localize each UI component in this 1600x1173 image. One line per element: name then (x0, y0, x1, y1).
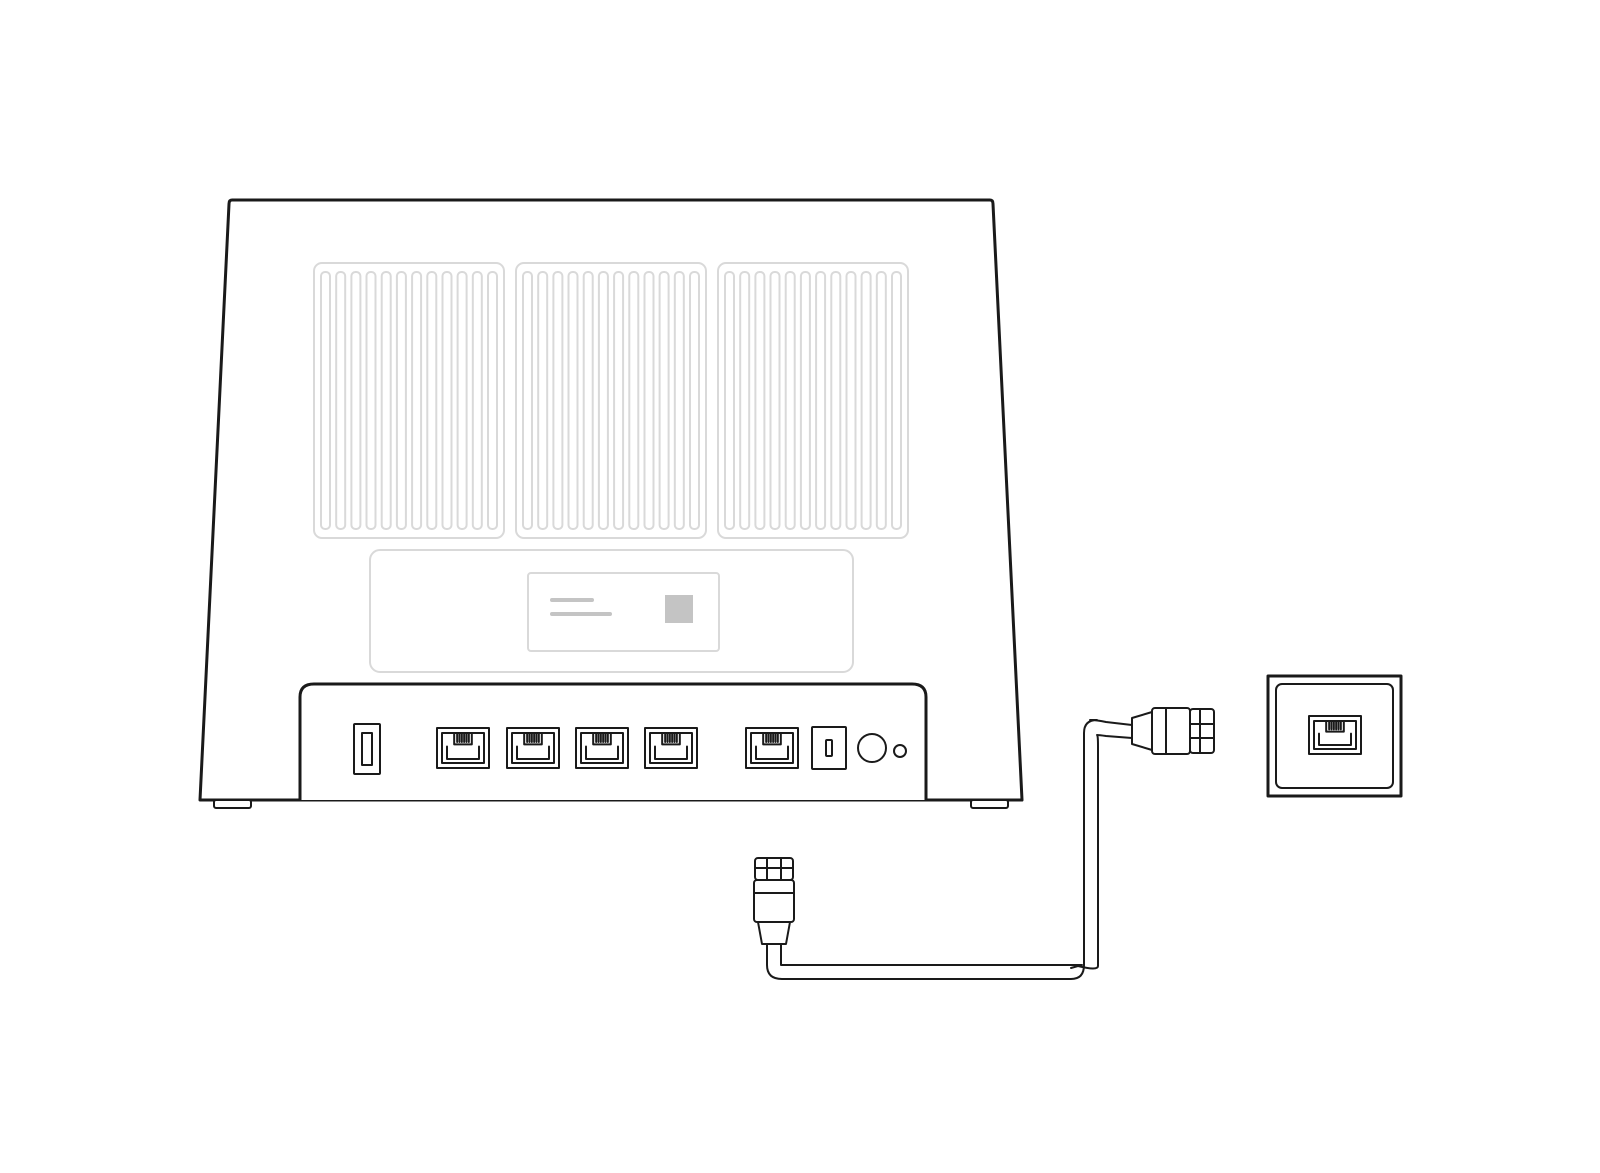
label-recess (369, 549, 854, 673)
wan-port (745, 727, 799, 769)
wall-socket-face (1275, 683, 1394, 789)
vent-slot (552, 271, 564, 530)
vent-slot (567, 271, 579, 530)
vent-slot (613, 271, 625, 530)
power-jack (857, 733, 887, 763)
vent-panel (313, 262, 505, 539)
vent-slot (830, 271, 842, 530)
vent-slot (673, 271, 685, 530)
vent-slot (320, 271, 331, 530)
cable-wire-inner (780, 734, 1133, 970)
cable-wire-outer (766, 719, 1133, 980)
vent-slot (411, 271, 423, 530)
vent-slot (597, 271, 609, 530)
vent-slot (365, 271, 377, 530)
rj45-plug-loose (753, 857, 795, 945)
vent-slot (860, 271, 872, 530)
rj45-jack (1308, 715, 1362, 755)
vent-slot (628, 271, 640, 530)
ethernet-port-group (436, 727, 799, 769)
vent-slot (522, 271, 533, 530)
label-qr-block (665, 595, 693, 623)
vent-slot (643, 271, 655, 530)
wall-socket-frame (1266, 674, 1403, 798)
vent-slot (335, 271, 347, 530)
vent-slot (380, 271, 392, 530)
vent-slot (891, 271, 902, 530)
lan-port-1 (436, 727, 490, 769)
vent-slot (724, 271, 735, 530)
router-foot-right (970, 799, 1009, 809)
vent-slot (784, 271, 796, 530)
power-switch (811, 726, 847, 770)
vent-slot (395, 271, 407, 530)
vent-slot (537, 271, 549, 530)
label-text-line (550, 598, 594, 602)
vent-panel (515, 262, 707, 539)
vent-slot (689, 271, 700, 530)
router (198, 198, 1024, 809)
vent-area (313, 262, 909, 539)
vent-slot (769, 271, 781, 530)
wall-socket (1266, 674, 1403, 798)
reset-button (893, 744, 907, 758)
label-sticker (527, 572, 720, 652)
vent-slot (441, 271, 453, 530)
vent-slot (487, 271, 498, 530)
vent-slot (739, 271, 751, 530)
vent-slot (875, 271, 887, 530)
lan-port-2 (506, 727, 560, 769)
vent-slot (456, 271, 468, 530)
vent-panel (717, 262, 909, 539)
vent-slot (845, 271, 857, 530)
label-area (369, 549, 854, 673)
vent-slot (754, 271, 766, 530)
lan-port-3 (575, 727, 629, 769)
label-text-line (550, 612, 612, 616)
vent-slot (582, 271, 594, 530)
wall-rj45-jack (1308, 715, 1362, 755)
vent-slot (815, 271, 827, 530)
usb-port (353, 723, 381, 775)
router-foot-left (213, 799, 252, 809)
vent-slot (658, 271, 670, 530)
vent-slot (426, 271, 438, 530)
lan-port-4 (644, 727, 698, 769)
vent-slot (350, 271, 362, 530)
ethernet-cable (753, 707, 1215, 980)
vent-slot (471, 271, 483, 530)
vent-slot (799, 271, 811, 530)
rj45-plug-wall-side (1131, 707, 1215, 755)
